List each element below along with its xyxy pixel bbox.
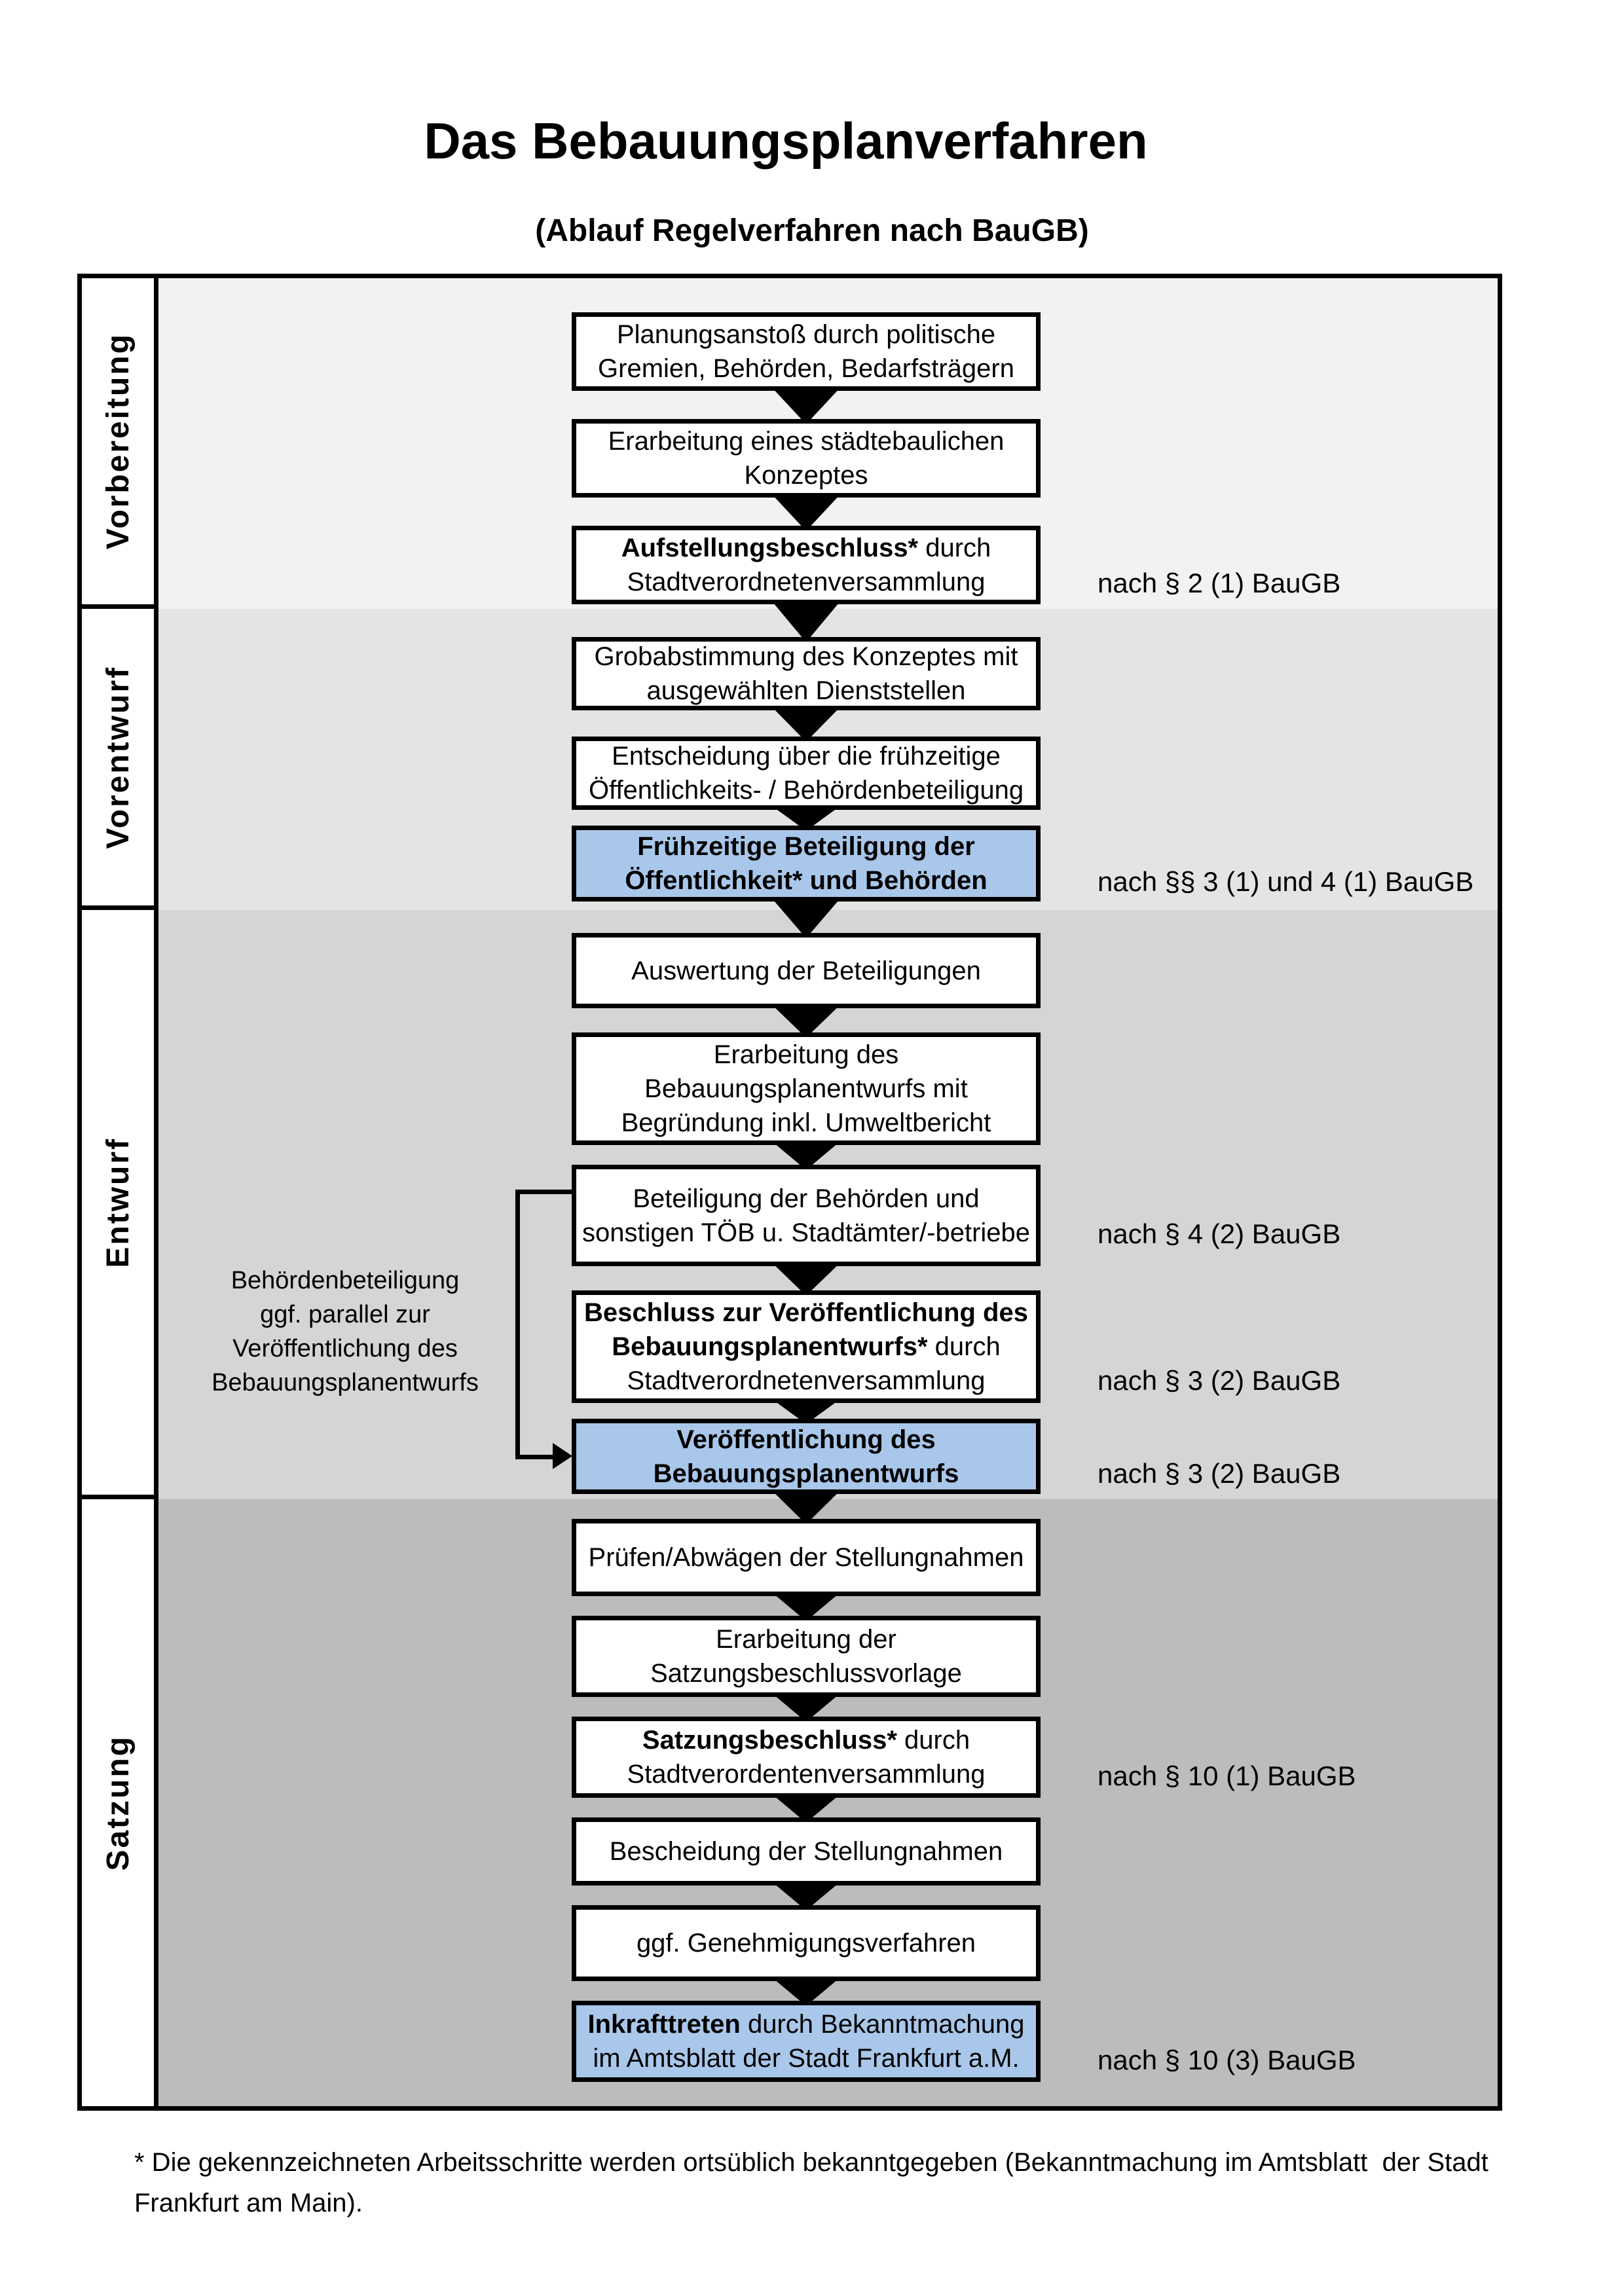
flowchart-content: Planungsanstoß durch politische Gremien,… (158, 278, 1498, 2106)
step-text-bold: Veröffentlichung des Bebauungsplanentwur… (653, 1425, 959, 1488)
legal-reference: nach § 2 (1) BauGB (1098, 568, 1341, 598)
step-text-bold: Frühzeitige Beteiligung der Öffentlichke… (625, 832, 987, 895)
phase-cell-0: Vorbereitung (82, 278, 154, 609)
step-text: Erarbeitung der Satzungsbeschlussvorlage (650, 1625, 962, 1688)
step-text: durch Stadtverordentenversammlung (627, 1726, 986, 1789)
process-step-box: Beteiligung der Behörden und sonstigen T… (572, 1165, 1041, 1266)
step-text: durch Stadtverordnetenversammlung (627, 1332, 1001, 1395)
step-text: durch Bekanntmachung im Amtsblatt der St… (593, 2010, 1025, 2073)
phase-cell-1: Vorentwurf (82, 609, 154, 910)
flow-arrow-down-icon (770, 705, 842, 742)
bracket-line (515, 1455, 556, 1459)
step-text: Erarbeitung eines städtebaulichen Konzep… (608, 427, 1005, 490)
flow-arrow-down-icon (770, 386, 842, 424)
phase-cell-3: Satzung (82, 1499, 154, 2106)
bracket-arrowhead-icon (553, 1443, 572, 1469)
legal-reference: nach § 10 (3) BauGB (1098, 2045, 1356, 2075)
process-step-box-highlighted: Frühzeitige Beteiligung der Öffentlichke… (572, 826, 1041, 902)
process-step-text: Auswertung der Beteiligungen (576, 954, 1036, 988)
process-step-box: Beschluss zur Veröffentlichung des Bebau… (572, 1290, 1041, 1403)
legal-reference: nach § 3 (2) BauGB (1098, 1365, 1341, 1396)
step-text: Grobabstimmung des Konzeptes mit ausgewä… (594, 642, 1018, 705)
step-text: Beteiligung der Behörden und sonstigen T… (581, 1184, 1031, 1247)
phase-label: Satzung (100, 1734, 136, 1871)
process-step-text: Erarbeitung eines städtebaulichen Konzep… (576, 424, 1036, 492)
step-text: durch Stadtverordnetenversammlung (627, 534, 991, 596)
step-text: Erarbeitung des Bebauungsplanentwurfs mi… (621, 1040, 991, 1137)
step-text: Planungsanstoß durch politische Gremien,… (598, 320, 1014, 383)
footnote: * Die gekennzeichneten Arbeitsschritte w… (134, 2148, 1488, 2217)
flow-arrow-down-icon (770, 1261, 842, 1296)
process-step-text: Entscheidung über die frühzeitige Öffent… (576, 739, 1036, 807)
flow-arrow-down-icon (770, 1003, 842, 1038)
step-text-bold: Aufstellungsbeschluss* (621, 534, 919, 562)
flow-arrow-down-icon (770, 599, 842, 642)
step-text: Bescheidung der Stellungnahmen (609, 1837, 1003, 1866)
process-step-box: Planungsanstoß durch politische Gremien,… (572, 312, 1041, 391)
process-step-box: Erarbeitung des Bebauungsplanentwurfs mi… (572, 1032, 1041, 1145)
legal-reference: nach § 10 (1) BauGB (1098, 1760, 1356, 1791)
phase-label: Entwurf (100, 1137, 136, 1268)
process-step-text: Veröffentlichung des Bebauungsplanentwur… (576, 1423, 1036, 1491)
legal-reference: nach § 4 (2) BauGB (1098, 1218, 1341, 1249)
page-title: Das Bebauungsplanverfahren (424, 112, 1148, 170)
process-step-text: Beschluss zur Veröffentlichung des Bebau… (576, 1296, 1036, 1398)
step-text-bold: Inkrafttreten (587, 2010, 741, 2039)
step-text: Entscheidung über die frühzeitige Öffent… (588, 742, 1024, 805)
flow-arrow-down-icon (770, 1489, 842, 1524)
process-step-text: Beteiligung der Behörden und sonstigen T… (576, 1182, 1036, 1250)
process-step-box: Aufstellungsbeschluss* durch Stadtverord… (572, 526, 1041, 604)
legal-reference: nach § 3 (2) BauGB (1098, 1458, 1341, 1489)
process-step-text: Aufstellungsbeschluss* durch Stadtverord… (576, 531, 1036, 599)
process-step-text: ggf. Genehmigungsverfahren (576, 1926, 1036, 1960)
process-step-box: Bescheidung der Stellungnahmen (572, 1817, 1041, 1886)
phase-label: Vorentwurf (100, 665, 136, 849)
process-step-text: Bescheidung der Stellungnahmen (576, 1834, 1036, 1868)
bracket-line (515, 1190, 520, 1459)
process-step-box: Auswertung der Beteiligungen (572, 933, 1041, 1008)
bracket-line (515, 1190, 572, 1194)
process-step-box: Erarbeitung der Satzungsbeschlussvorlage (572, 1616, 1041, 1697)
process-step-box: Entscheidung über die frühzeitige Öffent… (572, 737, 1041, 810)
flow-arrow-down-icon (770, 896, 842, 938)
process-step-text: Frühzeitige Beteiligung der Öffentlichke… (576, 829, 1036, 898)
process-step-box: Grobabstimmung des Konzeptes mit ausgewä… (572, 637, 1041, 710)
step-text-bold: Beschluss zur Veröffentlichung des Bebau… (584, 1298, 1028, 1361)
phase-label: Vorbereitung (100, 333, 136, 550)
process-step-text: Prüfen/Abwägen der Stellungnahmen (576, 1540, 1036, 1575)
process-step-box: Prüfen/Abwägen der Stellungnahmen (572, 1519, 1041, 1596)
process-step-text: Satzungsbeschluss* durch Stadtverordente… (576, 1723, 1036, 1791)
step-text: ggf. Genehmigungsverfahren (636, 1929, 976, 1958)
process-step-text: Grobabstimmung des Konzeptes mit ausgewä… (576, 640, 1036, 708)
process-step-box-highlighted: Inkrafttreten durch Bekanntmachung im Am… (572, 2001, 1041, 2082)
process-step-box: Erarbeitung eines städtebaulichen Konzep… (572, 419, 1041, 498)
phase-cell-2: Entwurf (82, 910, 154, 1499)
process-step-box: ggf. Genehmigungsverfahren (572, 1905, 1041, 1981)
step-text: Auswertung der Beteiligungen (631, 956, 981, 985)
page-subtitle: (Ablauf Regelverfahren nach BauGB) (535, 213, 1089, 248)
parallel-note: Behördenbeteiligung ggf. parallel zur Ve… (212, 1267, 479, 1396)
process-step-box: Satzungsbeschluss* durch Stadtverordente… (572, 1717, 1041, 1798)
process-step-text: Planungsanstoß durch politische Gremien,… (576, 318, 1036, 386)
process-step-box-highlighted: Veröffentlichung des Bebauungsplanentwur… (572, 1419, 1041, 1494)
step-text-bold: Satzungsbeschluss* (642, 1726, 897, 1755)
process-step-text: Erarbeitung der Satzungsbeschlussvorlage (576, 1622, 1036, 1690)
step-text: Prüfen/Abwägen der Stellungnahmen (588, 1543, 1024, 1572)
legal-reference: nach §§ 3 (1) und 4 (1) BauGB (1098, 866, 1474, 897)
process-step-text: Inkrafttreten durch Bekanntmachung im Am… (576, 2007, 1036, 2075)
flow-arrow-down-icon (770, 492, 842, 531)
process-step-text: Erarbeitung des Bebauungsplanentwurfs mi… (576, 1038, 1036, 1140)
